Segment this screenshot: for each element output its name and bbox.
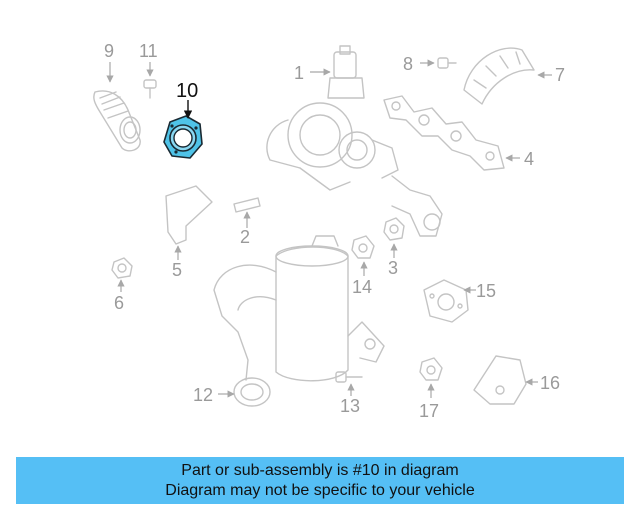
part-12-gasket — [233, 377, 271, 407]
part-5-bracket — [165, 185, 213, 245]
part-number-9: 9 — [104, 41, 114, 61]
banner-line-2: Diagram may not be specific to your vehi… — [165, 481, 475, 499]
part-number-5: 5 — [172, 260, 182, 280]
info-banner: Part or sub-assembly is #10 in diagram D… — [16, 457, 624, 504]
part-number-4: 4 — [524, 149, 534, 169]
part-number-15: 15 — [476, 281, 496, 301]
exhaust-manifold — [391, 175, 443, 237]
part-number-17: 17 — [419, 401, 439, 421]
part-17-nut — [419, 357, 443, 381]
part-number-16: 16 — [540, 373, 560, 393]
part-1-turbocharger — [266, 45, 399, 191]
part-number-2: 2 — [240, 227, 250, 247]
part-number-8: 8 — [403, 54, 413, 74]
part-number-7: 7 — [555, 65, 565, 85]
part-3-nut — [383, 217, 405, 241]
part-8-bolt — [437, 57, 457, 69]
catalytic-converter — [213, 235, 385, 382]
part-number-11: 11 — [139, 41, 158, 61]
part-number-10: 10 — [176, 80, 198, 102]
banner-line-1: Part or sub-assembly is #10 in diagram — [181, 461, 459, 479]
part-11-bolt — [143, 79, 157, 99]
part-number-1: 1 — [294, 63, 304, 83]
part-number-3: 3 — [388, 258, 398, 278]
part-2-stud — [233, 197, 261, 213]
exhaust-parts-diagram: 9 11 10 1 8 7 — [93, 41, 565, 421]
part-number-6: 6 — [114, 293, 124, 313]
part-number-14: 14 — [352, 277, 372, 297]
part-13-bolt — [335, 371, 363, 383]
part-7-heat-shield — [463, 47, 535, 105]
part-14-nut — [351, 235, 375, 259]
part-9-hose — [93, 90, 141, 152]
part-number-13: 13 — [340, 396, 360, 416]
part-15-flange — [423, 279, 469, 323]
part-16-bracket — [473, 355, 527, 405]
part-4-manifold-gasket — [383, 95, 505, 171]
part-number-12: 12 — [193, 385, 213, 405]
part-6-nut — [111, 257, 133, 279]
part-10-gasket-highlighted — [163, 115, 203, 159]
